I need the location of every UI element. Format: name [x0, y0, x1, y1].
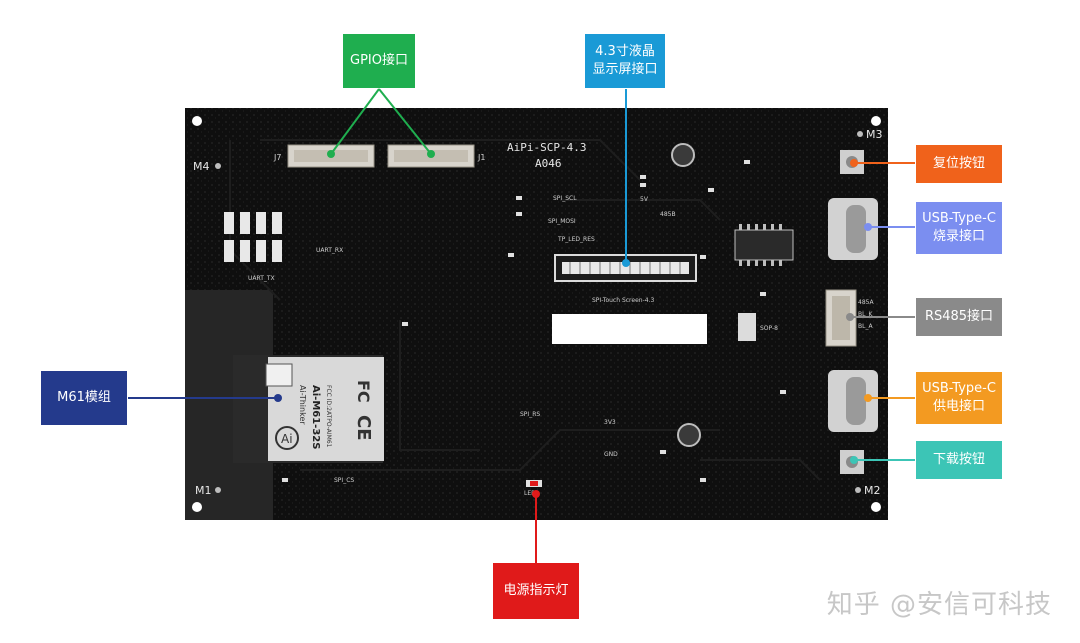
- mount-label-m2: M2: [864, 484, 881, 497]
- silk-bl-k: 5V: [640, 196, 649, 203]
- lcd-fpc-connector-j6: [554, 254, 697, 282]
- silk-sop8: SOP-8: [760, 325, 778, 332]
- callout-rs485: RS485接口: [916, 298, 1002, 336]
- usb-c-flash-port: [828, 198, 878, 260]
- module-model: Ai-M61-32S: [310, 385, 321, 449]
- callout-gpio: GPIO接口: [343, 34, 415, 88]
- silk-5v: 485A: [858, 299, 874, 306]
- screen-window: [552, 314, 707, 344]
- leader-gpio-left: [330, 88, 380, 155]
- silk-3v3: 3V3: [604, 419, 616, 426]
- board-name: AiPi-SCP-4.3: [507, 141, 586, 154]
- silk-led1: LED1: [524, 490, 540, 497]
- mount-label-m1: M1: [195, 484, 212, 497]
- silk-485a: BL_A: [858, 323, 873, 330]
- callout-power-led: 电源指示灯: [493, 563, 579, 619]
- mount-hole-top-left: [192, 116, 202, 126]
- silk-gnd: GND: [604, 451, 618, 458]
- leader-dots: [274, 150, 872, 498]
- power-led: [526, 480, 542, 487]
- connector-label-j1: J1: [477, 153, 485, 162]
- inductor-l2: [671, 143, 695, 167]
- silk-uart-tx: UART_TX: [248, 275, 275, 282]
- pcb-board: M4 M3 M1 M2 AiPi-SCP-4.3 A046 J7 J1 UART…: [185, 108, 888, 520]
- svg-text:CE: CE: [353, 415, 374, 441]
- silk-spi-rs: SPI_RS: [520, 411, 540, 418]
- chip-u3: [738, 313, 756, 341]
- silk-uart-rx: UART_RX: [316, 247, 343, 254]
- callout-usb-power: USB-Type-C供电接口: [916, 372, 1002, 424]
- chip-usb-bridge: [734, 224, 794, 266]
- silk-spi-mosi: SPI_MOSI: [548, 218, 576, 225]
- mount-label-m4: M4: [193, 160, 210, 173]
- inductor-l1: [677, 423, 701, 447]
- leader-gpio-right: [378, 88, 432, 155]
- mount-hole-bottom-left: [192, 502, 202, 512]
- header-block-j4: [224, 212, 282, 262]
- mount-label-m3: M3: [866, 128, 883, 141]
- module-brand: Ai-Thinker: [298, 385, 307, 425]
- silk-screen-label: SPI-Touch Screen-4.3: [592, 297, 654, 304]
- mount-hole-top-right: [871, 116, 881, 126]
- svg-text:FC: FC: [354, 380, 373, 403]
- svg-text:Ai: Ai: [281, 432, 293, 446]
- silk-bl-a: 485B: [660, 211, 676, 218]
- leader-lines: [128, 88, 915, 563]
- silk-tp-led-res: TP_LED_RES: [557, 236, 595, 243]
- board-code: A046: [535, 157, 562, 170]
- silk-spi-cs: SPI_CS: [334, 477, 354, 484]
- silk-485b: BL_K: [858, 311, 873, 318]
- connector-label-j7: J7: [273, 153, 281, 162]
- callout-usb-flash: USB-Type-C烧录接口: [916, 202, 1002, 254]
- mount-hole-bottom-right: [871, 502, 881, 512]
- m61-module: Ai FC CE: [233, 355, 384, 463]
- callout-reset: 复位按钮: [916, 145, 1002, 183]
- watermark: 知乎 @安信可科技: [826, 590, 1052, 620]
- usb-c-power-port: [828, 370, 878, 432]
- callout-module: M61模组: [41, 371, 127, 425]
- callout-lcd: 4.3寸液晶显示屏接口: [585, 34, 665, 88]
- callout-download: 下载按钮: [916, 441, 1002, 479]
- silk-spi-scl: SPI_SCL: [553, 195, 577, 202]
- module-fcc: FCC ID:2ATPO-AIM61: [325, 385, 332, 448]
